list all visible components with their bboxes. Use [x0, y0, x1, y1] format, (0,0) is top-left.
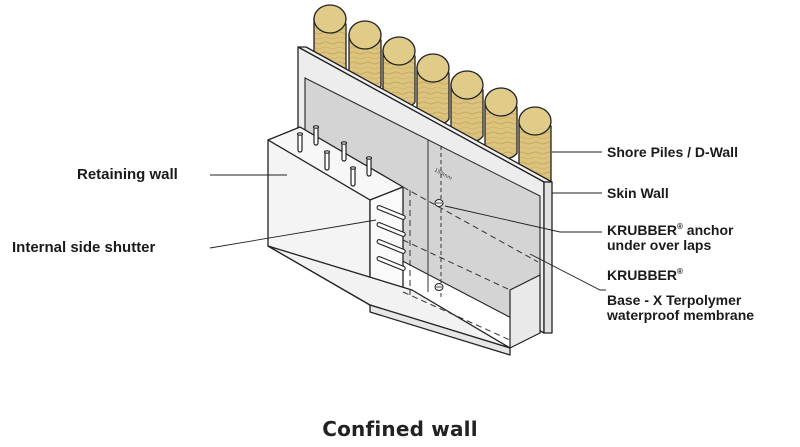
rebar — [296, 132, 304, 153]
shore-pile — [518, 106, 552, 185]
rebar — [376, 222, 406, 237]
membrane-label-line1: Base - X Terpolymer — [607, 292, 742, 308]
krubber-anchor-icon — [434, 283, 444, 291]
rebar — [376, 205, 406, 220]
retaining-wall-block — [267, 126, 511, 356]
krubber-anchor-icon — [434, 199, 444, 207]
rebar — [323, 150, 331, 171]
krubber-anchor-label-line2: under over laps — [607, 237, 711, 253]
rebar — [365, 156, 373, 177]
horizontal-bars — [376, 205, 406, 271]
shore-pile — [415, 53, 450, 127]
pour-end-face — [509, 274, 541, 349]
membrane-label-line2: waterproof membrane — [606, 307, 754, 323]
rebar — [340, 141, 348, 162]
diagram-caption: Confined wall — [322, 417, 478, 441]
retaining-wall-label: Retaining wall — [77, 166, 178, 183]
shore-piles-label: Shore Piles / D-Wall — [607, 144, 738, 160]
internal-side-shutter-label: Internal side shutter — [12, 239, 156, 256]
rebar — [312, 125, 320, 146]
krubber-anchor-label: KRUBBER® anchor — [607, 222, 734, 238]
leader-lines — [209, 151, 606, 291]
rebar — [376, 239, 406, 254]
krubber-membrane-label: KRUBBER® — [607, 267, 683, 283]
rebar — [349, 166, 357, 187]
skin-wall-label: Skin Wall — [607, 185, 669, 201]
rebar — [376, 256, 406, 271]
starter-bars — [296, 125, 373, 187]
